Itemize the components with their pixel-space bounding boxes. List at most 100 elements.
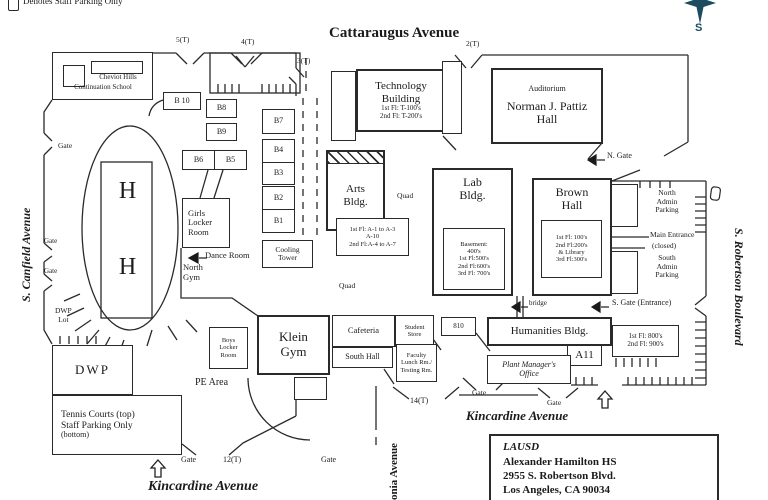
street-label-robertson: S. Robertson Boulevard [732,228,746,346]
plant-managers-office: Plant Manager's Office [487,355,571,384]
auditorium-building: Auditorium Norman J. Pattiz Hall [491,68,603,144]
arts-building: Arts Bldg. [326,150,385,231]
main-entrance-closed-label: (closed) [652,241,677,250]
student-store: Student Store [395,315,434,347]
lab-floor-info: Basement: 400's 1st Fl:500's 2nd Fl:600'… [443,228,505,290]
quad-lower-label: Quad [339,281,356,290]
north-admin-structure [611,184,638,227]
school-city: Los Angeles, CA 90034 [503,484,610,497]
north-gym-outline [180,248,259,317]
south-admin-structure [611,251,638,294]
gate-14t-label: 14(T) [410,396,429,405]
tennis-courts-staff-parking: Tennis Courts (top) Staff Parking Only (… [52,395,182,455]
cooling-tower: Cooling Tower [262,240,313,268]
staff-parking-symbol [709,186,721,201]
humanities-building: Humanities Bldg. [487,317,612,346]
gate-label-west-3: Gate [44,267,58,275]
cheviot-hills-building: Cheviot Hills Continuation School [52,52,153,100]
building-b2-b1: B2 B1 [262,186,295,233]
street-label-cattaraugus: Cattaraugus Avenue [329,25,460,41]
gate-12t-label: 12(T) [223,455,242,464]
school-district: LAUSD [503,441,540,454]
fence-north [153,52,305,96]
entrance-up-arrow-west [149,459,167,478]
arts-floor-info: 1st Fl: A-1 to A-3 A-10 2nd Fl:A-4 to A-… [336,218,409,256]
school-address: 2955 S. Robertson Blvd. [503,470,616,482]
field-h-mark-top: H [118,178,137,204]
walkway-dashed [302,58,318,236]
building-b9: B9 [206,123,237,141]
south-admin-parking-label: South Admin Parking [655,253,679,280]
gate-3t-label: 3(T) [297,56,311,65]
brown-hall-floor-info: 1st Fl: 100's 2nd Fl:200's & Library 3rd… [541,220,602,278]
street-label-kincardine-east: Kincardine Avenue [466,408,569,423]
fence-east [571,180,707,386]
north-gate-label: N. Gate [607,151,632,160]
dwp-building: DWP [52,345,133,395]
legend-text: Denotes Staff Parking Only [23,0,123,6]
handball-court-arc [247,377,311,441]
fence-south [181,377,579,456]
klein-gym: Klein Gym [257,315,330,375]
staff-parking-legend-icon [8,0,19,11]
gate-label-west-2: Gate [44,237,58,245]
building-b3-label: B3 [263,161,294,185]
north-building-roof [235,55,255,68]
technology-east-wing [442,61,462,134]
street-label-canfield: S. Canfield Avenue [19,207,33,302]
cheviot-inner-room [63,65,85,87]
building-b4-b3: B4 B3 [262,139,295,185]
main-entrance-leader-lines [611,236,649,249]
street-label-kincardine-west: Kincardine Avenue [148,479,259,494]
south-hall: South Hall [332,347,393,368]
compass-south-label: S [695,22,703,34]
humanities-floor-info: 1st Fl: 800's 2nd Fl: 900's [612,325,679,357]
arts-roof-hatch [328,152,383,164]
gate-4t-label: 4(T) [241,37,255,46]
boys-locker-room: Boys Locker Room [209,327,248,369]
building-b4-label: B4 [273,145,284,155]
cafeteria-building: Cafeteria [332,315,395,347]
building-b1-label: B1 [263,209,294,232]
track-oval [81,125,179,331]
north-admin-parking-label: North Admin Parking [655,188,679,215]
north-gym-label: North Gym [183,262,203,282]
misc-connectors [383,135,491,385]
building-a11: A11 [567,345,602,366]
building-b6: B6 [182,150,215,170]
entrance-up-arrow-east [596,390,614,409]
building-b8: B8 [206,99,237,118]
locker-connectors [148,99,224,199]
dance-room-label: Dance Room [205,250,250,260]
building-b5: B5 [214,150,247,170]
bridge-label: bridge [529,299,547,307]
pe-small-structure [294,377,327,400]
gate-label-plant: Gate [472,388,487,397]
football-field [100,161,153,319]
pointer-arrows [187,153,609,314]
school-name: Alexander Hamilton HS [503,455,617,468]
building-b10: B 10 [163,92,201,110]
gate-2t-label: 2(T) [466,39,480,48]
technology-building: Technology Building 1st Fl: T-100's 2nd … [356,69,446,132]
gate-label-south-2: Gate [321,455,337,464]
quad-upper-label: Quad [397,191,414,200]
pe-area-label: PE Area [195,377,229,388]
building-b7: B7 [262,109,295,134]
dwp-lot-label: DWP Lot [55,306,72,324]
south-gate-label: S. Gate (Entrance) [612,298,672,307]
fence-west [43,99,53,345]
gate-label-southeast: Gate [547,398,562,407]
gate-label-south-1: Gate [181,455,197,464]
faculty-lunch-testing-room: Faculty Lunch Rm./ Testing Rm. [396,344,437,382]
building-810: 810 [441,317,476,336]
gate-label-west-1: Gate [58,141,73,150]
compass-needle-icon [684,0,716,24]
north-building-outline [209,52,301,94]
building-b2-label: B2 [273,192,284,202]
technology-west-wing [331,71,356,141]
field-h-mark-bottom: H [118,254,137,280]
school-info-box: LAUSD Alexander Hamilton HS 2955 S. Robe… [489,434,719,500]
